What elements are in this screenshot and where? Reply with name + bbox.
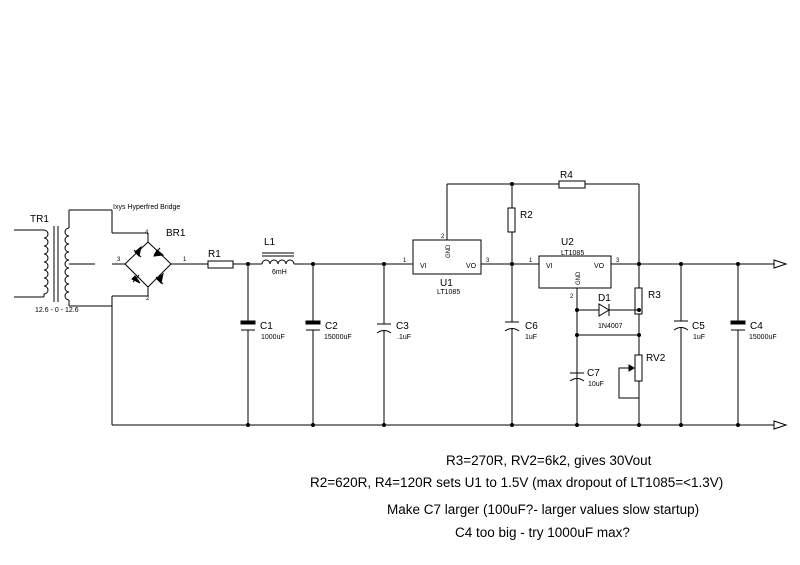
- junction-dots: [246, 182, 740, 427]
- resistor-r2: [507, 184, 516, 264]
- note-line-1: R3=270R, RV2=6k2, gives 30Vout: [446, 453, 652, 468]
- c5-value: 1uF: [693, 334, 705, 341]
- diode-d1: [577, 303, 639, 317]
- tr1-ref: TR1: [30, 214, 49, 225]
- c4-ref: C4: [750, 321, 763, 332]
- rv2-ref: RV2: [646, 353, 666, 364]
- bridge-rectifier-br1: [111, 210, 200, 425]
- u1-vi: VI: [420, 263, 427, 270]
- note-line-3: Make C7 larger (100uF?- larger values sl…: [387, 502, 700, 517]
- inductor-l1: [261, 252, 413, 265]
- br1-pin1: 1: [183, 257, 187, 263]
- br1-desc: Ixys Hyperfred Bridge: [113, 204, 180, 211]
- resistor-r4: [558, 180, 640, 264]
- u1-pin1: 1: [403, 258, 407, 264]
- br1-pin2: 2: [146, 296, 150, 302]
- tr1-value: 12.6 - 0 - 12.6: [35, 307, 79, 314]
- u1-vo: VO: [466, 263, 477, 270]
- c6-ref: C6: [525, 321, 538, 332]
- c5-ref: C5: [692, 321, 705, 332]
- d1-ref: D1: [598, 293, 611, 304]
- u1-pin2: 2: [441, 234, 445, 240]
- u2-pin3: 3: [616, 258, 620, 264]
- r2-ref: R2: [520, 210, 533, 221]
- capacitor-c5: [673, 264, 689, 425]
- capacitor-c7: [569, 335, 585, 425]
- u2-part: LT1085: [561, 250, 584, 257]
- u1-gnd: GND: [446, 244, 452, 258]
- transformer-tr1: [14, 209, 112, 307]
- resistor-r3: [577, 264, 643, 336]
- output-positive-arrow: [773, 259, 788, 269]
- r1-ref: R1: [208, 249, 221, 260]
- u2-vi: VI: [546, 263, 553, 270]
- br1-pin3: 3: [117, 257, 121, 263]
- resistor-r1: [200, 260, 262, 269]
- c2-value: 15000uF: [324, 334, 352, 341]
- c4-value: 15000uF: [749, 334, 777, 341]
- u2-vo: VO: [594, 263, 605, 270]
- br1-pin4: 4: [145, 230, 149, 236]
- d1-part: 1N4007: [598, 323, 623, 330]
- potentiometer-rv2: [618, 335, 643, 425]
- u1-ref: U1: [440, 278, 453, 289]
- r3-ref: R3: [648, 290, 661, 301]
- c7-ref: C7: [587, 368, 600, 379]
- capacitor-c4: [730, 264, 746, 425]
- c7-value: 10uF: [588, 381, 604, 388]
- c6-value: 1uF: [525, 334, 537, 341]
- output-ground-arrow: [773, 420, 788, 430]
- capacitor-c3: [376, 264, 392, 425]
- c3-ref: C3: [396, 321, 409, 332]
- l1-value: 6mH: [272, 269, 287, 276]
- r4-ref: R4: [560, 170, 573, 181]
- capacitor-c6: [504, 264, 520, 425]
- c3-value: .1uF: [397, 334, 411, 341]
- capacitor-c1: [240, 264, 256, 425]
- note-line-2: R2=620R, R4=120R sets U1 to 1.5V (max dr…: [310, 475, 724, 490]
- l1-ref: L1: [264, 237, 276, 248]
- c1-value: 1000uF: [261, 334, 285, 341]
- c2-ref: C2: [325, 321, 338, 332]
- note-line-4: C4 too big - try 1000uF max?: [455, 525, 630, 540]
- c1-ref: C1: [260, 321, 273, 332]
- u1-part: LT1085: [437, 289, 460, 296]
- u1-pin3: 3: [486, 258, 490, 264]
- br1-ref: BR1: [166, 228, 186, 239]
- regulator-u1: [412, 183, 559, 275]
- u2-pin1: 1: [529, 258, 533, 264]
- u2-ref: U2: [561, 237, 574, 248]
- capacitor-c2: [305, 264, 321, 425]
- u2-pin2: 2: [570, 294, 574, 300]
- u2-gnd: GND: [576, 271, 582, 285]
